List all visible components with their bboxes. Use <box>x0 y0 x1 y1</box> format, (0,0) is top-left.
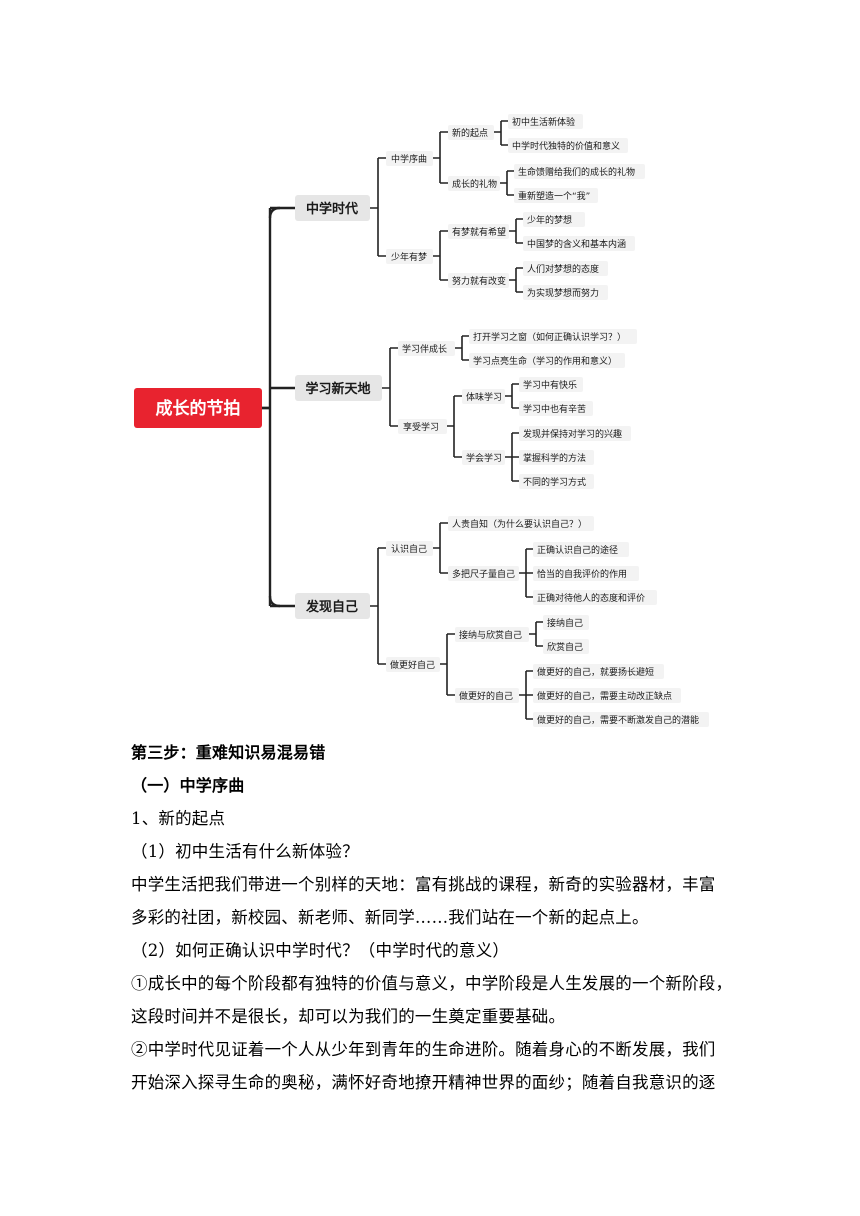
paragraph-line: 多彩的社团，新校园、新老师、新同学……我们站在一个新的起点上。 <box>131 908 649 927</box>
question: （1）初中生活有什么新体验？ <box>131 842 359 861</box>
mindmap-node: 做更好的自己 <box>459 690 513 702</box>
branch-label: 发现自己 <box>305 599 358 615</box>
mindmap-node: 认识自己 <box>391 543 427 555</box>
mindmap-node: 体味学习 <box>466 391 502 403</box>
step-heading: 第三步：重难知识易混易错 <box>131 743 326 762</box>
mindmap-node: 初中生活新体验 <box>512 116 575 128</box>
mindmap-node: 学习中也有辛苦 <box>523 403 586 415</box>
mindmap-node: 欣赏自己 <box>547 641 583 653</box>
paragraph-line: 这段时间并不是很长，却可以为我们的一生奠定重要基础。 <box>131 1007 566 1026</box>
mindmap-node: 成长的礼物 <box>452 178 497 190</box>
mindmap-node: 多把尺子量自己 <box>452 568 515 580</box>
root-node <box>134 388 262 428</box>
mind-map: 成长的节拍 中学时代 学习新天地 发现自己 中学序曲 新的起点 初中生活新体验 … <box>134 114 709 727</box>
mindmap-node: 学习点亮生命（学习的作用和意义） <box>473 355 617 367</box>
paragraph-line: 中学生活把我们带进一个别样的天地：富有挑战的课程，新奇的实验器材，丰富 <box>131 875 716 894</box>
mindmap-node: 做更好的自己，需要主动改正缺点 <box>537 690 672 702</box>
mindmap-node: 做更好自己 <box>390 659 435 671</box>
paragraph-line: 开始深入探寻生命的奥秘，满怀好奇地撩开精神世界的面纱；随着自我意识的逐 <box>131 1073 716 1092</box>
mindmap-node: 做更好的自己，需要不断激发自己的潜能 <box>537 714 699 726</box>
mindmap-node: 生命馈赠给我们的成长的礼物 <box>518 166 635 178</box>
mindmap-node: 新的起点 <box>452 127 488 139</box>
mindmap-node: 学习伴成长 <box>402 343 447 355</box>
mindmap-node: 恰当的自我评价的作用 <box>537 568 627 580</box>
mindmap-node: 人们对梦想的态度 <box>527 263 599 275</box>
mindmap-node: 打开学习之窗（如何正确认识学习？） <box>473 331 626 343</box>
mindmap-node: 正确对待他人的态度和评价 <box>537 592 645 604</box>
mindmap-node: 做更好的自己，就要扬长避短 <box>537 666 654 678</box>
mindmap-node: 中学时代独特的价值和意义 <box>512 140 620 152</box>
mindmap-node: 正确认识自己的途径 <box>537 544 618 556</box>
sub-heading: 1、新的起点 <box>131 809 226 828</box>
mindmap-node: 中国梦的含义和基本内涵 <box>527 238 626 250</box>
mindmap-node: 不同的学习方式 <box>523 476 586 488</box>
section-heading: （一）中学序曲 <box>131 776 245 795</box>
branch-label: 中学时代 <box>306 201 358 217</box>
root-label: 成长的节拍 <box>156 398 241 419</box>
mindmap-node: 享受学习 <box>403 421 439 433</box>
mindmap-node: 为实现梦想而努力 <box>527 287 599 299</box>
branch-label: 学习新天地 <box>305 381 370 397</box>
mindmap-node: 少年的梦想 <box>527 214 572 226</box>
paragraph-line: ②中学时代见证着一个人从少年到青年的生命进阶。随着身心的不断发展，我们 <box>131 1040 716 1059</box>
mindmap-node: 努力就有改变 <box>452 275 506 287</box>
mindmap-node: 掌握科学的方法 <box>523 452 586 464</box>
mindmap-node: 接纳与欣赏自己 <box>459 629 522 641</box>
mindmap-node: 中学序曲 <box>391 153 427 165</box>
mindmap-node: 重新塑造一个“我” <box>518 190 590 202</box>
mindmap-node: 学习中有快乐 <box>523 379 577 391</box>
mindmap-node: 发现并保持对学习的兴趣 <box>523 428 622 440</box>
paragraph-line: ①成长中的每个阶段都有独特的价值与意义，中学阶段是人生发展的一个新阶段， <box>131 974 733 993</box>
mindmap-node: 有梦就有希望 <box>452 226 506 238</box>
document-body: 第三步：重难知识易混易错 （一）中学序曲 1、新的起点 （1）初中生活有什么新体… <box>131 736 743 1099</box>
mindmap-node: 人贵自知（为什么要认识自己？） <box>452 518 587 530</box>
branch1-connector <box>370 157 386 257</box>
mindmap-node: 少年有梦 <box>391 251 427 263</box>
question: （2）如何正确认识中学时代？（中学时代的意义） <box>131 941 510 960</box>
mindmap-node: 学会学习 <box>466 452 502 464</box>
mindmap-node: 接纳自己 <box>547 617 583 629</box>
